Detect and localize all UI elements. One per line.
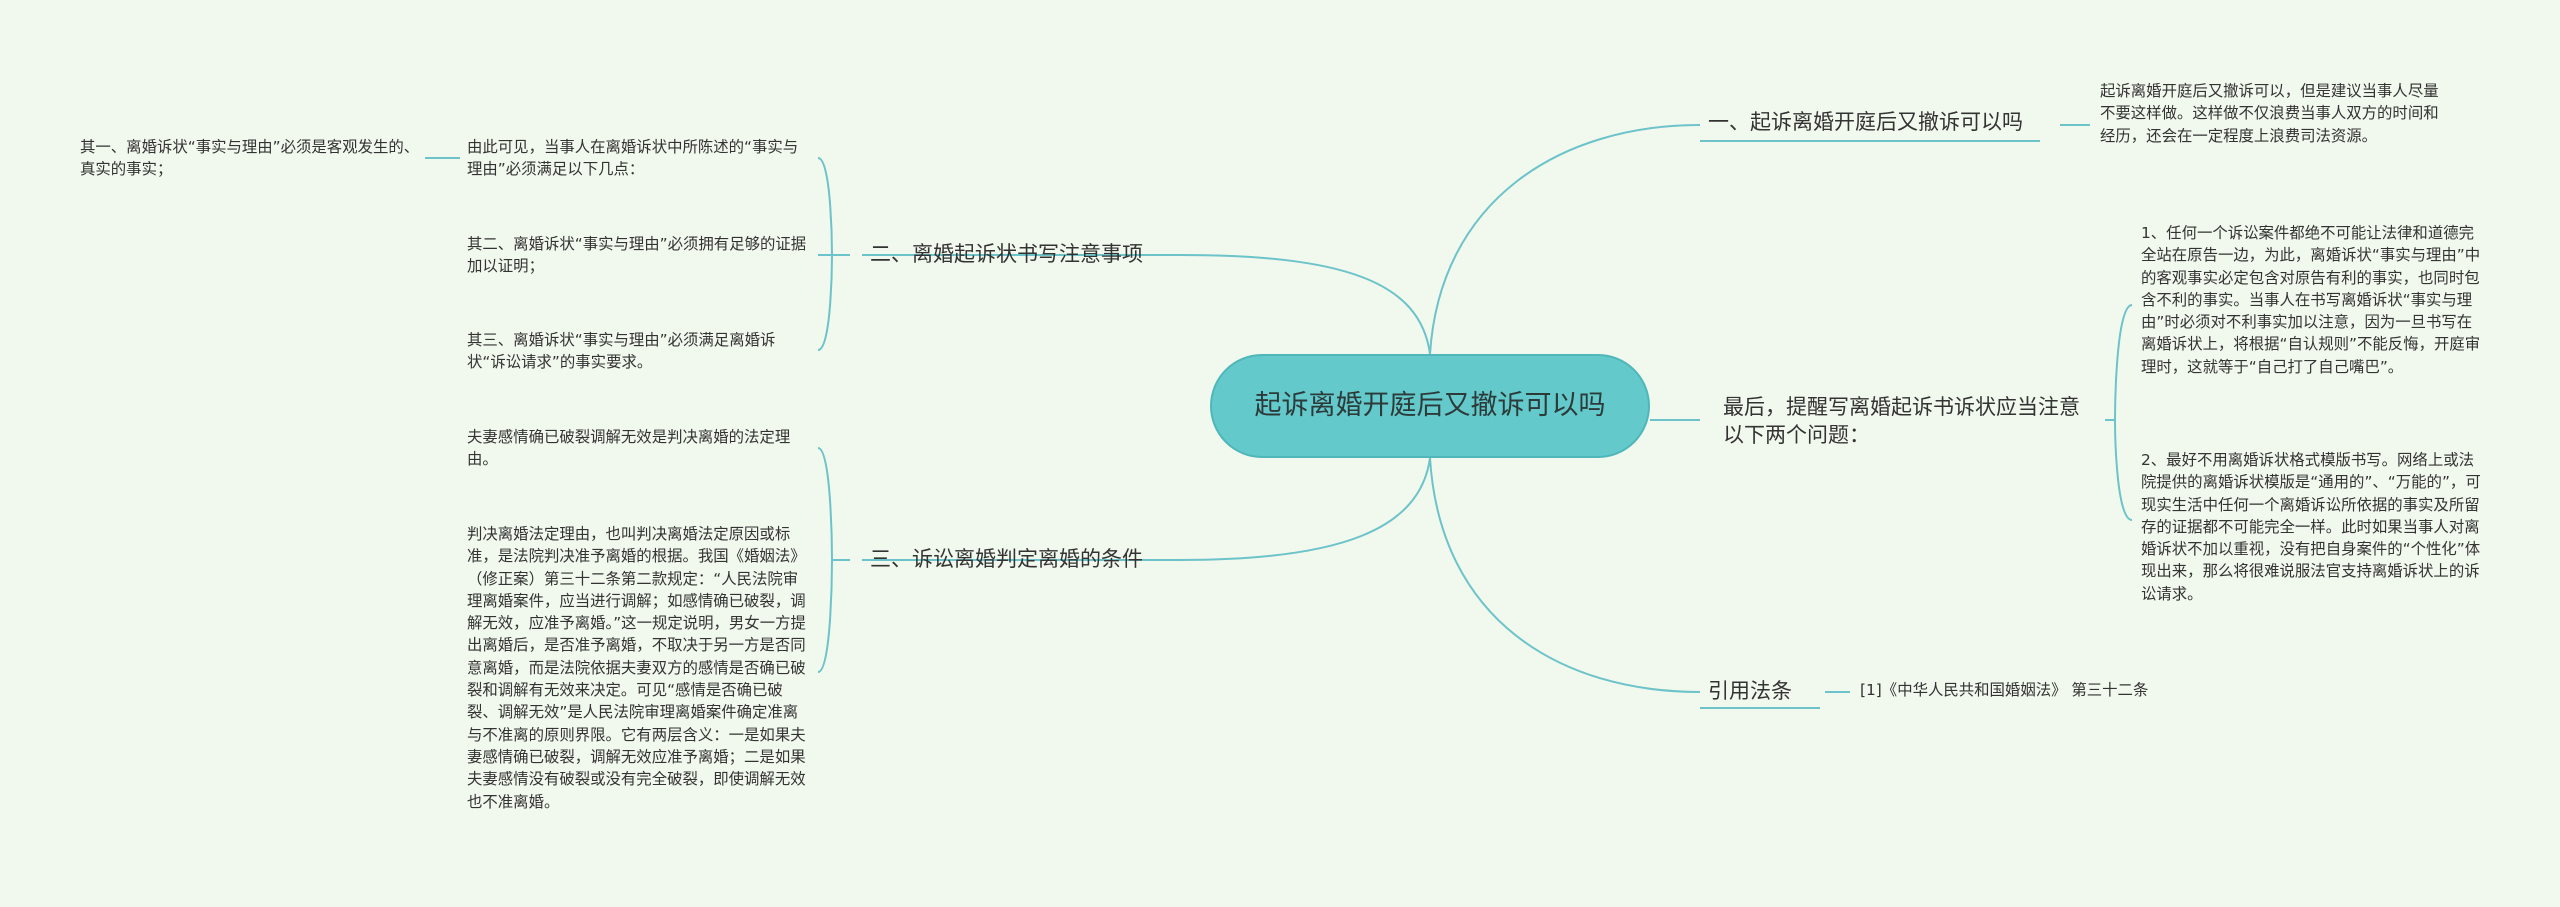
connector-root-right1 [1429, 124, 1701, 355]
leaf-text: 起诉离婚开庭后又撤诉可以，但是建议当事人尽量不要这样做。这样做不仅浪费当事人双方… [2100, 82, 2439, 145]
leaf-facts-evidence: 其二、离婚诉状“事实与理由”必须拥有足够的证据加以证明； [467, 233, 807, 278]
branch-label: 一、起诉离婚开庭后又撤诉可以吗 [1708, 110, 2023, 134]
leaf-text: 1、任何一个诉讼案件都绝不可能让法律和道德完全站在原告一边，为此，离婚诉状“事实… [2141, 224, 2481, 376]
connector-root-right3 [1429, 457, 1701, 693]
leaf-text: 2、最好不用离婚诉状格式模版书写。网络上或法院提供的离婚诉状模版是“通用的”、“… [2141, 451, 2481, 603]
leaf-text: [1]《中华人民共和国婚姻法》 第三十二条 [1860, 681, 2149, 699]
leaf-issue-2: 2、最好不用离婚诉状格式模版书写。网络上或法院提供的离婚诉状模版是“通用的”、“… [2141, 449, 2481, 605]
branch-two-issues[interactable]: 最后，提醒写离婚起诉书诉状应当注意以下两个问题： [1723, 393, 2095, 449]
branch-label: 最后，提醒写离婚起诉书诉状应当注意以下两个问题： [1723, 395, 2080, 447]
branch-complaint-notes[interactable]: 二、离婚起诉状书写注意事项 [870, 240, 1143, 268]
leaf-facts-requirements: 由此可见，当事人在离婚诉状中所陈述的“事实与理由”必须满足以下几点： [467, 136, 807, 181]
leaf-text: 由此可见，当事人在离婚诉状中所陈述的“事实与理由”必须满足以下几点： [467, 138, 799, 179]
leaf-text: 其二、离婚诉状“事实与理由”必须拥有足够的证据加以证明； [467, 235, 807, 276]
root-node[interactable]: 起诉离婚开庭后又撤诉可以吗 [1210, 354, 1650, 458]
leaf-text: 判决离婚法定理由，也叫判决离婚法定原因或标准，是法院判决准予离婚的根据。我国《婚… [467, 525, 806, 811]
leaf-text: 夫妻感情确已破裂调解无效是判决离婚的法定理由。 [467, 428, 791, 469]
leaf-legal-reason: 夫妻感情确已破裂调解无效是判决离婚的法定理由。 [467, 426, 807, 471]
leaf-text: 其一、离婚诉状“事实与理由”必须是客观发生的、真实的事实； [80, 138, 420, 179]
connector-root-left1 [1179, 254, 1431, 355]
leaf-issue-1: 1、任何一个诉讼案件都绝不可能让法律和道德完全站在原告一边，为此，离婚诉状“事实… [2141, 222, 2481, 378]
branch-label: 三、诉讼离婚判定离婚的条件 [870, 547, 1143, 571]
connector-root-left2 [1179, 457, 1431, 561]
branch-label: 引用法条 [1708, 679, 1792, 703]
branch-label: 二、离婚起诉状书写注意事项 [870, 242, 1143, 266]
leaf-withdraw-answer: 起诉离婚开庭后又撤诉可以，但是建议当事人尽量不要这样做。这样做不仅浪费当事人双方… [2100, 80, 2450, 147]
leaf-legal-reason-detail: 判决离婚法定理由，也叫判决离婚法定原因或标准，是法院判决准予离婚的根据。我国《婚… [467, 523, 807, 813]
leaf-law-citation: [1]《中华人民共和国婚姻法》 第三十二条 [1860, 679, 2148, 701]
leaf-text: 其三、离婚诉状“事实与理由”必须满足离婚诉状“诉讼请求”的事实要求。 [467, 331, 776, 372]
branch-withdraw-after-trial[interactable]: 一、起诉离婚开庭后又撤诉可以吗 [1708, 108, 2023, 136]
root-title: 起诉离婚开庭后又撤诉可以吗 [1254, 390, 1606, 421]
leaf-facts-objective: 其一、离婚诉状“事实与理由”必须是客观发生的、真实的事实； [80, 136, 420, 181]
leaf-facts-claim: 其三、离婚诉状“事实与理由”必须满足离婚诉状“诉讼请求”的事实要求。 [467, 329, 807, 374]
branch-divorce-conditions[interactable]: 三、诉讼离婚判定离婚的条件 [870, 545, 1143, 573]
branch-cited-law[interactable]: 引用法条 [1708, 677, 1792, 705]
